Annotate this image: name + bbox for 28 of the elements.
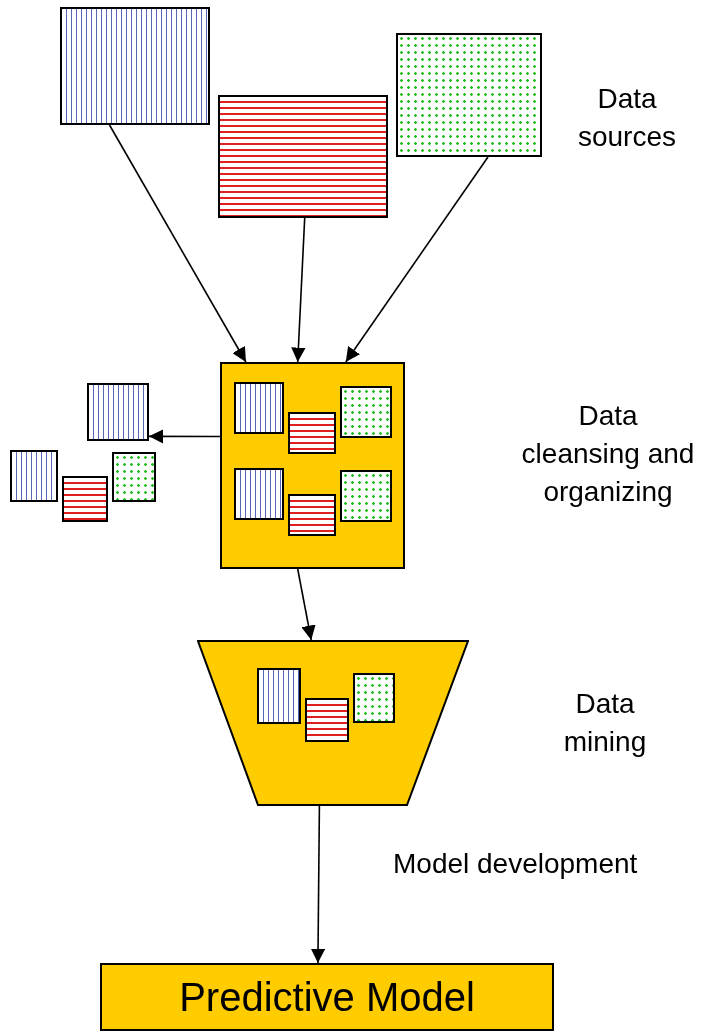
dotted-data-table bbox=[353, 673, 395, 723]
lined-data-table bbox=[288, 494, 336, 536]
stage-box bbox=[220, 362, 405, 569]
striped-data-table bbox=[60, 7, 210, 125]
striped-data-table bbox=[257, 668, 301, 724]
arrow bbox=[345, 156, 489, 363]
striped-data-table bbox=[234, 468, 284, 520]
arrow bbox=[148, 429, 221, 444]
lined-data-table bbox=[288, 412, 336, 454]
lined-data-table bbox=[305, 698, 349, 742]
arrow bbox=[291, 217, 306, 363]
lined-data-table bbox=[62, 476, 108, 522]
dotted-data-table bbox=[112, 452, 156, 502]
process-box: Predictive Model bbox=[100, 963, 554, 1031]
stage-label: Data sources bbox=[576, 82, 677, 154]
dotted-data-table bbox=[340, 386, 392, 438]
trapezoid-box bbox=[197, 640, 469, 806]
lined-data-table bbox=[218, 95, 388, 218]
stage-label: Data mining bbox=[562, 687, 648, 759]
striped-data-table bbox=[87, 383, 149, 441]
arrow bbox=[108, 124, 247, 363]
dotted-data-table bbox=[340, 470, 392, 522]
stage-label: Data cleansing and organizing bbox=[520, 399, 696, 509]
striped-data-table bbox=[10, 450, 58, 502]
striped-data-table bbox=[234, 382, 284, 434]
dotted-data-table bbox=[396, 33, 542, 157]
arrow bbox=[296, 568, 316, 641]
arrow bbox=[310, 805, 326, 964]
